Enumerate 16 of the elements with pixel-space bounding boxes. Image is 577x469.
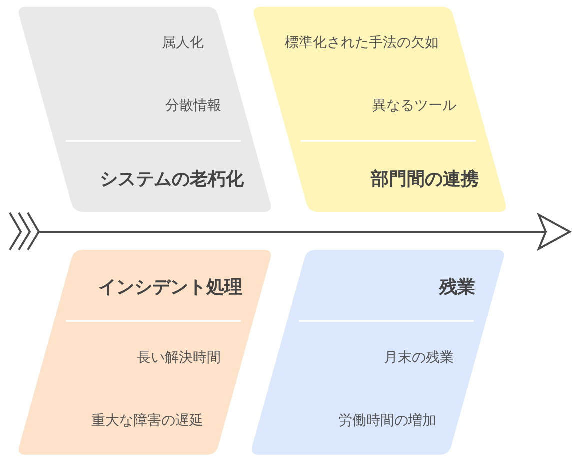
category-heading: システムの老朽化 [100, 168, 244, 192]
category-band [252, 7, 508, 212]
category-heading: 部門間の連携 [371, 168, 480, 192]
category-heading: 残業 [439, 276, 476, 300]
category-band [17, 7, 273, 212]
cause-item: 重大な障害の遅延 [91, 412, 204, 430]
category-band [17, 250, 273, 455]
cause-item: 標準化された手法の欠如 [285, 34, 440, 52]
cause-item: 属人化 [162, 34, 204, 52]
cause-item: 月末の残業 [384, 349, 454, 367]
category-heading: インシデント処理 [98, 276, 242, 300]
cause-item: 異なるツール [372, 97, 457, 115]
cause-item: 分散情報 [166, 97, 222, 115]
cause-item: 長い解決時間 [136, 349, 221, 367]
category-band [250, 250, 506, 455]
cause-item: 労働時間の増加 [338, 412, 436, 430]
